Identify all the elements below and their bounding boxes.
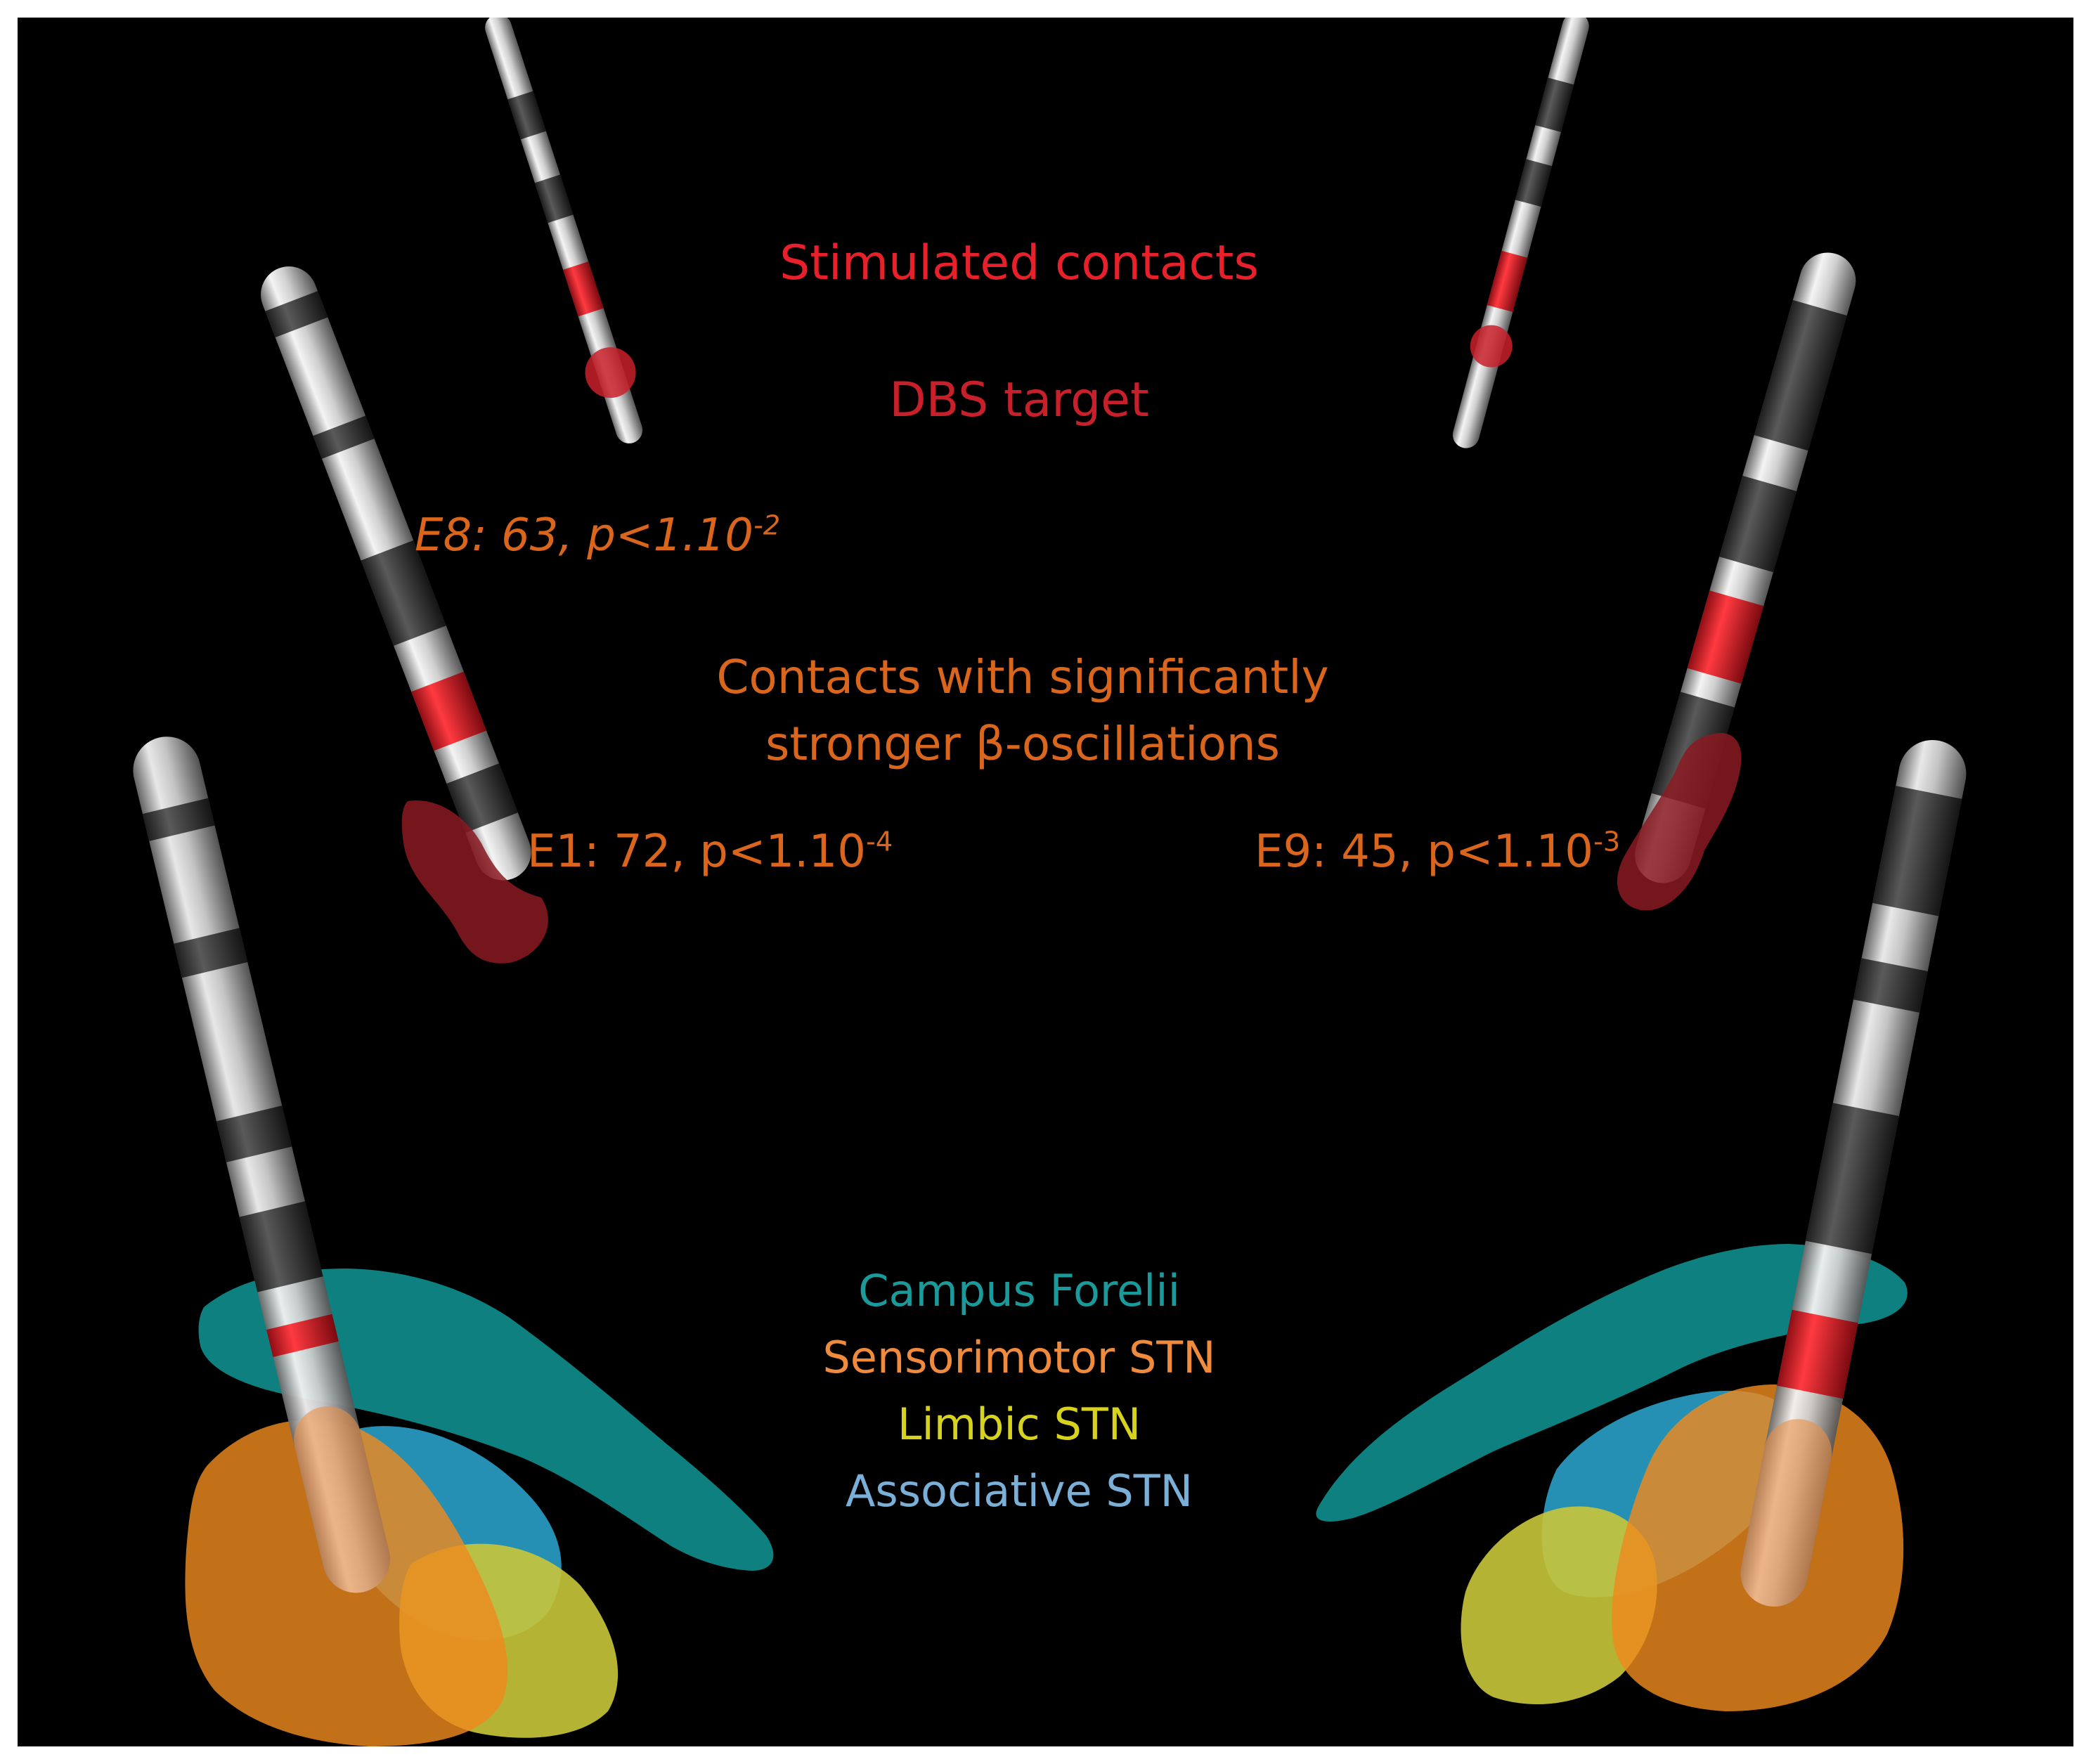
e9-label-base: E9: 45, p<1.10 — [1255, 826, 1593, 878]
stimulated-contact — [1487, 250, 1528, 312]
dbs-target-marker — [585, 347, 636, 398]
e8-label: E8: 63, p<1.10-2 — [415, 510, 780, 562]
stimulated-contact — [563, 261, 604, 317]
electrode-middle-left — [261, 266, 531, 881]
electrode-bottom-left — [133, 737, 390, 1593]
legend-campus-forelii: Campus Forelii — [858, 1265, 1180, 1316]
e1-label-base: E1: 72, p<1.10 — [527, 826, 866, 878]
stimulated-contact — [1687, 590, 1764, 684]
e1-label-exponent: -4 — [865, 826, 893, 858]
legend-sensorimotor-stn: Sensorimotor STN — [822, 1332, 1216, 1383]
e9-label-exponent: -3 — [1593, 826, 1621, 858]
dbs-target-marker — [1470, 325, 1513, 368]
electrode-top-left — [485, 18, 643, 443]
stimulated-contact — [266, 1314, 339, 1358]
contacts-title-line1: Contacts with significantly — [716, 650, 1329, 704]
limbic-stn-right — [1461, 1506, 1657, 1704]
campus-forelii-left — [198, 1269, 774, 1571]
campus-forelii-right — [1316, 1244, 1908, 1522]
stimulated-contact — [1777, 1309, 1858, 1399]
contacts-title-line2: stronger β-oscillations — [765, 717, 1281, 771]
stimulated-contact — [411, 671, 487, 751]
electrode-scene — [133, 18, 1967, 1746]
e9-label: E9: 45, p<1.10-3 — [1255, 826, 1620, 878]
e1-label: E1: 72, p<1.10-4 — [527, 826, 893, 878]
electrode-top-right — [1452, 18, 1589, 448]
e8-label-base: E8: 63, p<1.10 — [415, 510, 753, 562]
figure-panel: Stimulated contacts DBS target E8: 63, p… — [18, 18, 2073, 1746]
significant-contact-region-e9 — [1617, 733, 1742, 911]
electrode-bottom-right — [1740, 739, 1967, 1607]
legend-limbic-stn: Limbic STN — [897, 1399, 1141, 1450]
dbs-target-label: DBS target — [889, 372, 1149, 428]
stimulated-contacts-label: Stimulated contacts — [779, 235, 1259, 291]
significant-contact-region-e1 — [401, 800, 548, 964]
legend-associative-stn: Associative STN — [846, 1465, 1193, 1517]
e8-label-exponent: -2 — [753, 510, 781, 542]
